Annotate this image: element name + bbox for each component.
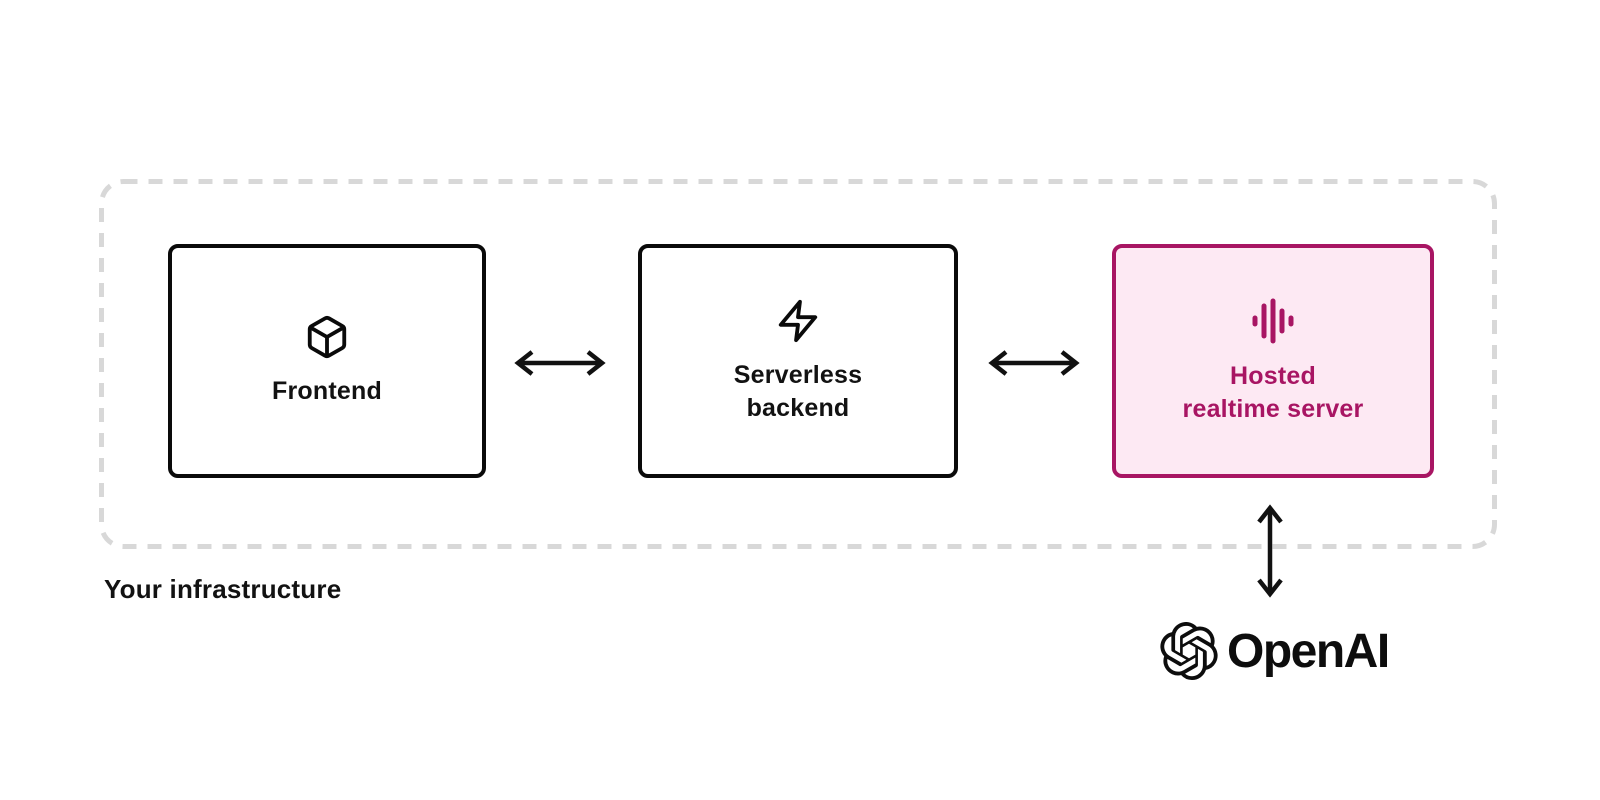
cube-icon bbox=[307, 315, 347, 359]
waveform-icon bbox=[1252, 298, 1294, 343]
node-frontend: Frontend bbox=[168, 244, 486, 478]
node-serverless-backend-label: Serverless backend bbox=[733, 360, 863, 422]
bidirectional-arrow-realtime-openai bbox=[1257, 504, 1283, 598]
openai-logo-icon bbox=[1160, 622, 1218, 680]
node-hosted-realtime-server-label: Hosted realtime server bbox=[1182, 361, 1364, 423]
node-serverless-backend: Serverless backend bbox=[638, 244, 958, 478]
infrastructure-container bbox=[99, 179, 1497, 549]
bidirectional-arrow-frontend-backend bbox=[514, 350, 606, 376]
openai-lockup: OpenAI bbox=[1160, 618, 1390, 684]
openai-wordmark: OpenAI bbox=[1227, 624, 1390, 678]
node-frontend-label: Frontend bbox=[272, 377, 382, 405]
infrastructure-label: Your infrastructure bbox=[104, 574, 342, 604]
bolt-icon bbox=[778, 299, 818, 342]
bidirectional-arrow-backend-realtime bbox=[988, 350, 1080, 376]
node-hosted-realtime-server: Hosted realtime server bbox=[1112, 244, 1434, 478]
